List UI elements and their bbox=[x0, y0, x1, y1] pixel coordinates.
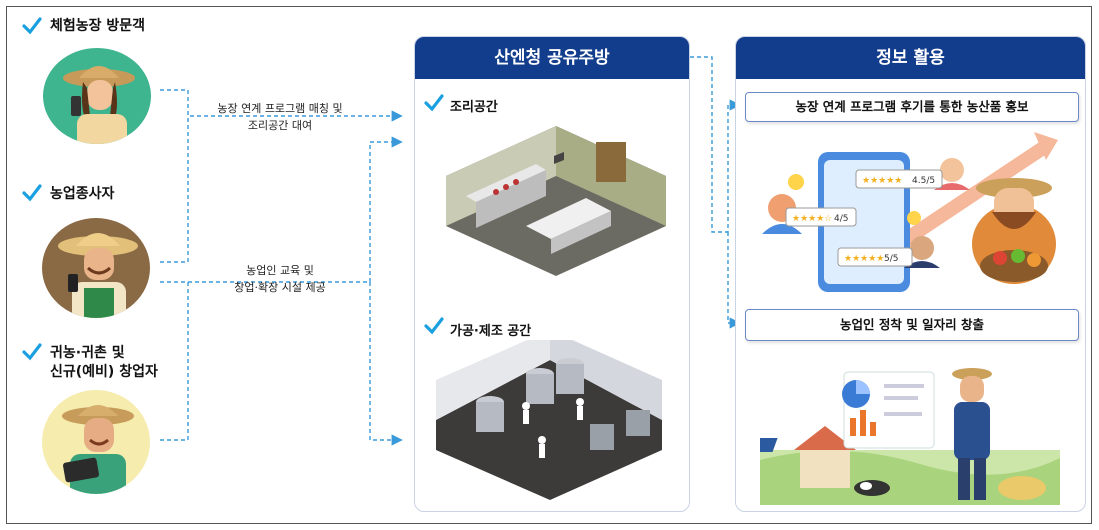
flow-note-matching: 농장 연계 프로그램 매칭 및 조리공간 대여 bbox=[190, 100, 370, 134]
space-label-processing: 가공·제조 공간 bbox=[450, 324, 532, 339]
processing-space-illustration bbox=[436, 340, 662, 500]
shared-kitchen-title: 산엔청 공유주방 bbox=[415, 37, 689, 79]
svg-text:★★★★★: ★★★★★ bbox=[844, 254, 884, 264]
info-item-settlement: 농업인 정착 및 일자리 창출 bbox=[745, 309, 1079, 341]
flow-note-matching-line1: 농장 연계 프로그램 매칭 및 bbox=[217, 102, 343, 115]
actor-label-visitor: 체험농장 방문객 bbox=[50, 18, 146, 34]
farmer-avatar bbox=[42, 218, 150, 318]
founder-avatar bbox=[42, 390, 150, 494]
settlement-jobs-illustration bbox=[760, 368, 1060, 505]
check-icon bbox=[424, 94, 444, 112]
svg-text:★★★★★: ★★★★★ bbox=[862, 176, 902, 186]
diagram-frame bbox=[6, 6, 1092, 524]
actor-label-founder-line1: 귀농·귀촌 및 bbox=[50, 345, 125, 361]
flow-note-matching-line2: 조리공간 대여 bbox=[247, 119, 313, 132]
info-item-promotion: 농장 연계 프로그램 후기를 통한 농산품 홍보 bbox=[745, 92, 1079, 122]
check-icon bbox=[22, 17, 42, 35]
info-usage-title: 정보 활용 bbox=[736, 37, 1085, 79]
rating-text-2: 4/5 bbox=[834, 214, 848, 224]
actor-label-farmer: 농업종사자 bbox=[50, 186, 115, 202]
check-icon bbox=[424, 317, 444, 335]
check-icon bbox=[22, 184, 42, 202]
flow-note-education-line2: 창업·확장 시설 제공 bbox=[234, 281, 326, 294]
space-label-cooking: 조리공간 bbox=[450, 100, 498, 115]
flow-note-education-line1: 농업인 교육 및 bbox=[246, 264, 314, 277]
flow-note-education: 농업인 교육 및 창업·확장 시설 제공 bbox=[190, 262, 370, 296]
visitor-avatar bbox=[43, 48, 151, 144]
svg-text:★★★★☆: ★★★★☆ bbox=[792, 214, 832, 224]
review-promotion-illustration: 4.5/5 4/5 5/5 ★★★★★ ★★★★☆ ★★★★★ bbox=[762, 132, 1058, 292]
actor-label-founder-line2: 신규(예비) 창업자 bbox=[50, 364, 158, 380]
rating-text-3: 5/5 bbox=[884, 254, 898, 264]
cooking-space-illustration bbox=[446, 126, 666, 276]
rating-text-1: 4.5/5 bbox=[912, 176, 935, 186]
check-icon bbox=[22, 343, 42, 361]
actor-label-founder: 귀농·귀촌 및 신규(예비) 창업자 bbox=[50, 344, 158, 382]
